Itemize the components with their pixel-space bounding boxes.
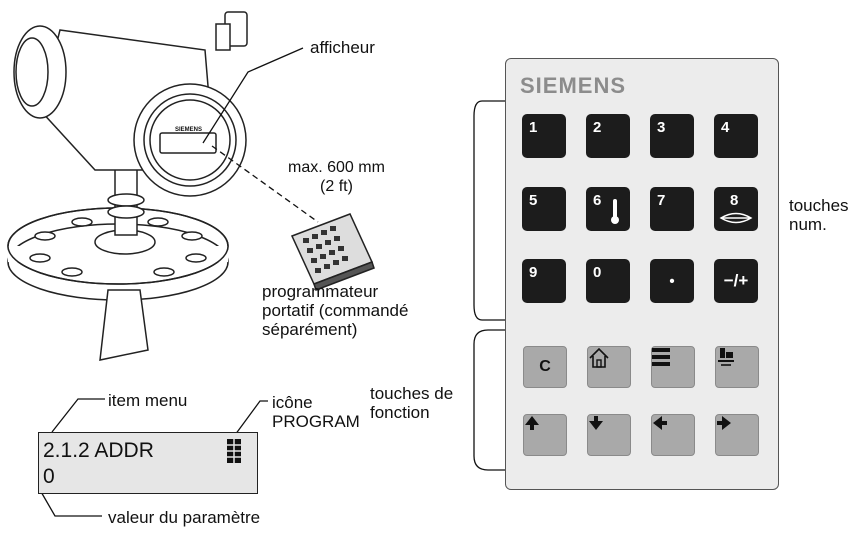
display-label: afficheur bbox=[310, 38, 375, 57]
remote-brand: SIEMENS bbox=[520, 73, 627, 98]
key-4-label: 4 bbox=[721, 119, 730, 136]
key-5[interactable]: 5 bbox=[522, 187, 566, 231]
menu-item-label: item menu bbox=[108, 391, 188, 410]
arrow-right-icon bbox=[717, 416, 731, 430]
key-6[interactable]: 6 bbox=[586, 187, 630, 231]
key-1-label: 1 bbox=[529, 119, 538, 136]
display-window bbox=[159, 132, 217, 154]
arrow-up-icon bbox=[525, 416, 539, 430]
distance-dashed-line bbox=[211, 145, 319, 223]
left-key[interactable] bbox=[651, 414, 695, 456]
key-3-label: 3 bbox=[657, 119, 666, 136]
key-1[interactable]: 1 bbox=[522, 114, 566, 158]
key-9[interactable]: 9 bbox=[522, 259, 566, 303]
programmer-label: programmateur portatif (commandé séparém… bbox=[262, 282, 409, 339]
thermometer-icon bbox=[611, 199, 619, 224]
key-6-label: 6 bbox=[593, 192, 602, 209]
display-leader bbox=[202, 47, 304, 144]
param-value-label: valeur du paramètre bbox=[108, 508, 261, 527]
key-8-label: 8 bbox=[730, 192, 739, 209]
clear-key[interactable]: C bbox=[523, 346, 567, 388]
key-3[interactable]: 3 bbox=[650, 114, 694, 158]
right-key[interactable] bbox=[715, 414, 759, 456]
level-key[interactable] bbox=[715, 346, 759, 388]
menu-icon bbox=[652, 348, 670, 366]
lcd-line-1: 2.1.2 ADDR bbox=[43, 439, 154, 462]
up-key[interactable] bbox=[523, 414, 567, 456]
horn-antenna bbox=[99, 289, 149, 361]
program-icon-leader bbox=[234, 400, 268, 436]
numeric-keys-label: touches num. bbox=[789, 196, 849, 234]
key-5-label: 5 bbox=[529, 192, 538, 209]
key-4[interactable]: 4 bbox=[714, 114, 758, 158]
key-9-label: 9 bbox=[529, 264, 538, 281]
key-negative-label: −/+ bbox=[723, 271, 749, 290]
clear-key-label: C bbox=[539, 358, 551, 375]
lcd-display: 2.1.2 ADDR 0 bbox=[38, 432, 258, 494]
down-key[interactable] bbox=[587, 414, 631, 456]
function-keys-label: touches de fonction bbox=[370, 384, 454, 422]
handheld-programmer-enlarged: SIEMENS 1 2 3 4 5 6 7 8 9 0 • −/+ C bbox=[505, 58, 779, 490]
key-2-label: 2 bbox=[593, 119, 602, 136]
level-icon bbox=[718, 348, 734, 366]
home-icon bbox=[589, 347, 609, 368]
key-negative[interactable]: −/+ bbox=[714, 259, 758, 303]
home-key[interactable] bbox=[587, 346, 631, 388]
key-0-label: 0 bbox=[593, 264, 602, 281]
key-decimal[interactable]: • bbox=[650, 259, 694, 303]
key-2[interactable]: 2 bbox=[586, 114, 630, 158]
lcd-line-2: 0 bbox=[43, 465, 55, 488]
key-7[interactable]: 7 bbox=[650, 187, 694, 231]
mode-key[interactable] bbox=[651, 346, 695, 388]
emblem-icon bbox=[719, 212, 753, 224]
menu-item-leader bbox=[51, 398, 105, 433]
arrow-left-icon bbox=[653, 416, 667, 430]
key-7-label: 7 bbox=[657, 192, 666, 209]
distance-label: max. 600 mm (2 ft) bbox=[288, 159, 385, 195]
program-icon bbox=[227, 439, 241, 463]
param-value-leader bbox=[39, 489, 102, 517]
key-0[interactable]: 0 bbox=[586, 259, 630, 303]
key-decimal-label: • bbox=[669, 272, 675, 290]
arrow-down-icon bbox=[589, 416, 603, 430]
program-icon-label: icône PROGRAM bbox=[272, 393, 360, 431]
faceplate-brand: SIEMENS bbox=[175, 127, 202, 133]
key-8[interactable]: 8 bbox=[714, 187, 758, 231]
